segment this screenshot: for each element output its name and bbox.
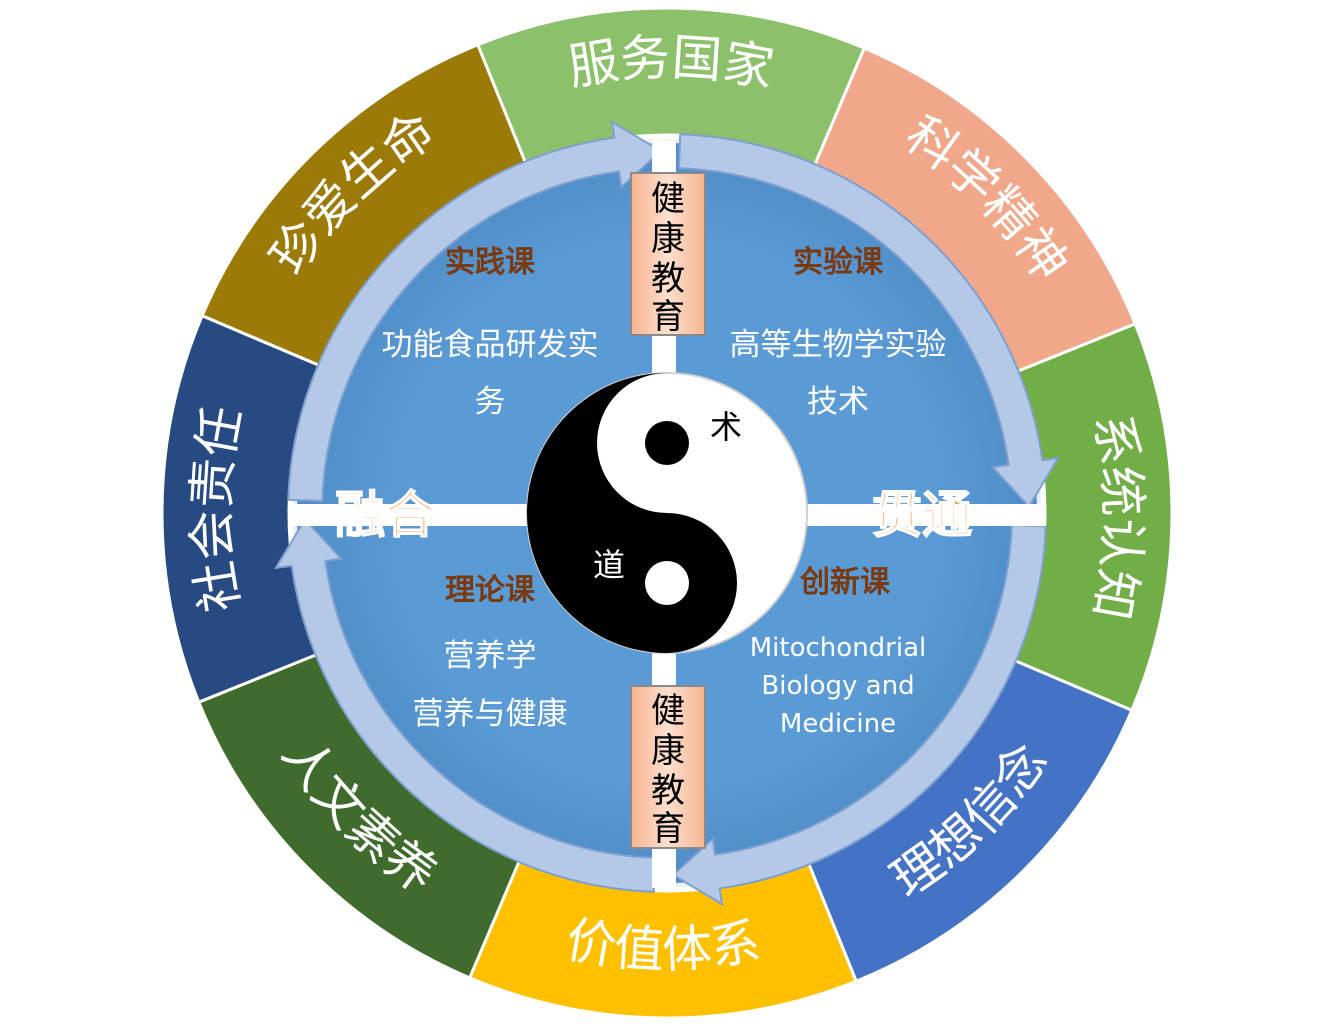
course-experiment-line: 高等生物学实验 bbox=[730, 327, 947, 363]
category-practice: 实践课 bbox=[445, 245, 536, 280]
category-innovation: 创新课 bbox=[799, 565, 891, 600]
health-box-top-line: 健 bbox=[651, 179, 685, 219]
health-box-bottom-line: 育 bbox=[651, 809, 685, 849]
health-education-box-top: 健 康 教 育 bbox=[630, 172, 706, 337]
course-innovation-line: Biology and bbox=[761, 671, 914, 701]
health-box-top-line: 康 bbox=[651, 219, 685, 259]
health-box-bottom-line: 健 bbox=[651, 691, 685, 731]
health-box-bottom-line: 教 bbox=[651, 771, 685, 811]
course-practice-line: 务 bbox=[475, 384, 506, 420]
yin-yang-bottom-label: 道 bbox=[593, 546, 625, 584]
yin-yang-top-label: 术 bbox=[710, 408, 742, 446]
category-experiment: 实验课 bbox=[793, 245, 884, 280]
health-box-bottom-line: 康 bbox=[651, 731, 685, 771]
health-education-box-bottom: 健 康 教 育 bbox=[630, 685, 706, 849]
health-box-top-line: 育 bbox=[651, 297, 685, 337]
cycle-arrows bbox=[273, 119, 1061, 907]
course-innovation-line: Medicine bbox=[780, 709, 896, 739]
category-theory: 理论课 bbox=[445, 573, 536, 608]
label-connection: 贯通 bbox=[872, 486, 972, 544]
course-innovation-line: Mitochondrial bbox=[750, 633, 927, 663]
label-integration: 融合 bbox=[335, 486, 435, 544]
course-practice-line: 功能食品研发实 bbox=[382, 327, 599, 363]
course-theory-line: 营养学 bbox=[444, 638, 537, 674]
health-box-top-line: 教 bbox=[651, 259, 685, 299]
yin-yang-symbol: 术 道 bbox=[526, 372, 808, 654]
course-experiment-line: 技术 bbox=[807, 384, 869, 420]
course-theory-line: 营养与健康 bbox=[413, 696, 568, 732]
